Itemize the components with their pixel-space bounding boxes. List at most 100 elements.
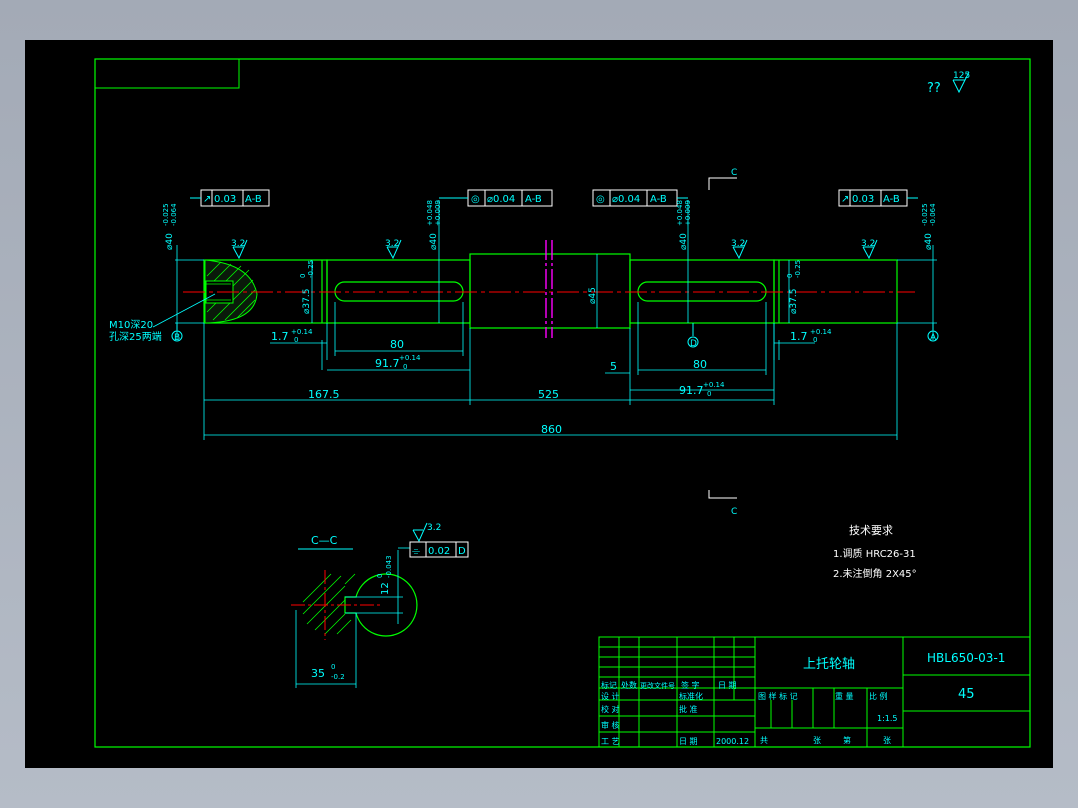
groove-tol: +0.14 [291,328,313,336]
dia-groove-tol-low: -0.25 [307,260,315,278]
datum-A-marker: A [927,323,939,343]
section-label: C—C [311,534,338,547]
dia-groove-tol-up: 0 [786,274,794,278]
section-cut-letter: C [731,507,737,517]
key-pos-tol: +0.14 [703,381,725,389]
part-name: 上托轮轴 [803,657,855,672]
section-key-width: 12 [380,582,391,595]
gap-dimension: 5 [610,360,617,373]
dia-key-tol-up: +0.048 [426,200,434,226]
svg-text:↗: ↗ [203,194,211,205]
datum-B-marker: B [171,323,183,343]
dia-key-tol-up: +0.048 [676,200,684,226]
tb-design: 设 计 [601,691,620,701]
section-width-tol-low: -0.2 [331,673,345,681]
gtol-runout-left: ↗ 0.03 A-B [190,189,270,207]
title-block [598,636,1031,748]
tb-header-cell: 处数 [621,680,637,690]
dia-bearing-right-tol-up: -0.025 [921,203,929,226]
dia-key-tol-low: +0.009 [684,200,692,226]
roughness-value: 3.2 [385,239,399,249]
keyway-length-right: 80 [693,358,707,371]
svg-text:↗: ↗ [841,194,849,205]
tb-header-cell: 标记 [601,680,617,690]
gtol-coaxiality-left: ◎ ⌀0.04 A-B [439,189,553,207]
dia-groove-right: ⌀37.5 [789,289,799,314]
tb-review: 审 核 [601,720,620,730]
svg-text:0.03: 0.03 [852,194,874,205]
dia-key-tol-low: +0.009 [434,200,442,226]
key-pos-tol-low: 0 [707,390,711,398]
tb-header-cell: 签 字 [681,680,700,690]
drawing-border [94,58,1031,748]
tb-approve: 批 准 [679,704,698,714]
tb-weight: 重 量 [835,691,854,701]
tb-sheets: 共 [760,736,768,745]
dia-bearing-left-tol-low: -0.064 [170,203,178,226]
groove-width-right: 1.7 [790,330,808,343]
svg-text:A-B: A-B [245,194,262,205]
dia-keyseat-right: ⌀40 [679,233,689,250]
key-pos-tol: +0.14 [399,354,421,362]
svg-text:B: B [174,333,180,343]
tb-scale: 1:1.5 [877,714,898,723]
tb-process: 工 艺 [601,737,620,746]
svg-text:◎: ◎ [471,194,480,205]
tech-req-item-2: 2.未注倒角 2X45° [833,567,917,580]
section-cut-markers [708,177,737,499]
svg-text:◎: ◎ [596,194,605,205]
material: 45 [958,687,975,702]
thread-note: M10深20 孔深25两端 [109,293,216,343]
dia-bearing-right: ⌀40 [924,233,934,250]
dia-groove-left: ⌀37.5 [302,289,312,314]
gtol-symmetry: ⌯ 0.02 D [409,541,469,558]
roughness-value: 3.2 [861,239,875,249]
svg-text:⌀0.04: ⌀0.04 [487,194,515,205]
key-pos-tol-low: 0 [403,363,407,371]
gtol-runout-right: ↗ 0.03 A-B [838,189,918,207]
svg-text:⌯: ⌯ [412,546,420,557]
tb-sheet-unit-2: 张 [883,736,891,745]
roughness-general-value: 125 [953,71,970,81]
tb-standardization: 标准化 [679,691,703,701]
tb-stage-mark: 图 样 标 记 [758,691,798,701]
tb-sheet-no: 第 [843,735,851,745]
datum-D-marker: D [687,323,699,349]
section-cut-letter: C [731,168,737,178]
keyway-length-left: 80 [390,338,404,351]
dia-bearing-right-tol-low: -0.064 [929,203,937,226]
groove-tol-low: 0 [813,336,817,344]
groove-width-left: 1.7 [271,330,289,343]
key-pos-left: 91.7 [375,357,400,370]
dia-middle: ⌀45 [588,287,598,304]
svg-text:孔深25两端: 孔深25两端 [109,330,162,343]
roughness-value: 3.2 [427,523,441,533]
drawing-number: HBL650-03-1 [927,651,1005,665]
segment-mid-length: 525 [538,388,559,401]
tech-req-item-1: 1.调质 HRC26-31 [833,548,916,560]
svg-text:A-B: A-B [650,194,667,205]
roughness-general-symbol [952,71,970,94]
drawing-viewport[interactable]: ?? 125 [25,40,1053,768]
tb-scale-label: 比 例 [869,691,888,701]
svg-text:D: D [690,339,697,349]
svg-text:M10深20: M10深20 [109,319,153,331]
tech-req-title: 技术要求 [849,524,893,537]
section-dimensions [295,547,410,688]
dia-groove-tol-up: 0 [299,274,307,278]
svg-text:0.02: 0.02 [428,546,450,557]
gtol-coaxiality-right: ◎ ⌀0.04 A-B [592,189,688,207]
tb-header-cell: 日 期 [718,681,737,690]
section-width: 35 [311,667,325,680]
svg-text:A-B: A-B [883,194,900,205]
roughness-value: 3.2 [731,239,745,249]
section-width-tol-up: 0 [331,663,335,671]
roughness-marks [232,239,878,543]
tb-date-label: 日 期 [679,737,698,746]
svg-text:0.03: 0.03 [214,194,236,205]
svg-text:⌀0.04: ⌀0.04 [612,194,640,205]
drawing-canvas: ?? 125 [94,58,1031,748]
section-cc-view [291,570,418,640]
dia-groove-tol-low: -0.25 [794,260,802,278]
dia-keyseat-left: ⌀40 [429,233,439,250]
